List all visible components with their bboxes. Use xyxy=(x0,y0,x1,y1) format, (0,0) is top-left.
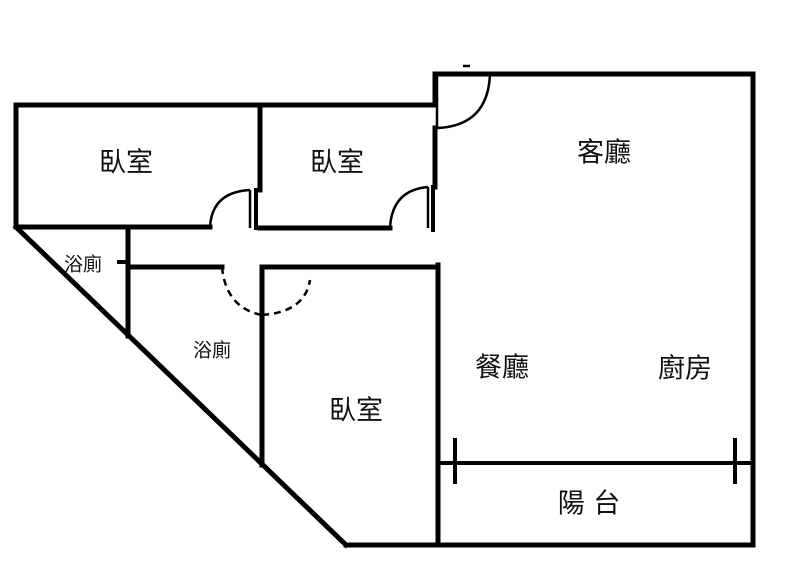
door-bedroom2-swing xyxy=(388,185,429,229)
door-bedroom1-swing xyxy=(208,188,251,228)
outer-walls xyxy=(12,71,756,549)
label-bedroom-bottom: 臥室 xyxy=(329,396,383,427)
interior-walls xyxy=(13,71,755,548)
wall-left-wing xyxy=(13,102,438,230)
label-balcony: 陽 台 xyxy=(558,489,621,520)
label-bedroom-top-left: 臥室 xyxy=(99,148,153,179)
label-dining-room: 餐廳 xyxy=(475,353,529,384)
door-bedroom3-swing xyxy=(220,266,263,317)
room-labels: 臥室 臥室 客廳 浴廁 浴廁 餐廳 廚房 臥室 陽 台 xyxy=(64,138,712,520)
doors xyxy=(208,64,492,317)
label-bedroom-top-middle: 臥室 xyxy=(310,148,364,179)
label-living-room: 客廳 xyxy=(577,138,631,169)
label-kitchen: 廚房 xyxy=(658,354,712,385)
door-entry-swing xyxy=(436,73,492,130)
label-bathroom-small: 浴廁 xyxy=(64,253,102,276)
wall-diagonal xyxy=(12,223,350,549)
label-bathroom-large: 浴廁 xyxy=(193,339,231,362)
door-bedroom3-swing-2 xyxy=(261,279,312,317)
